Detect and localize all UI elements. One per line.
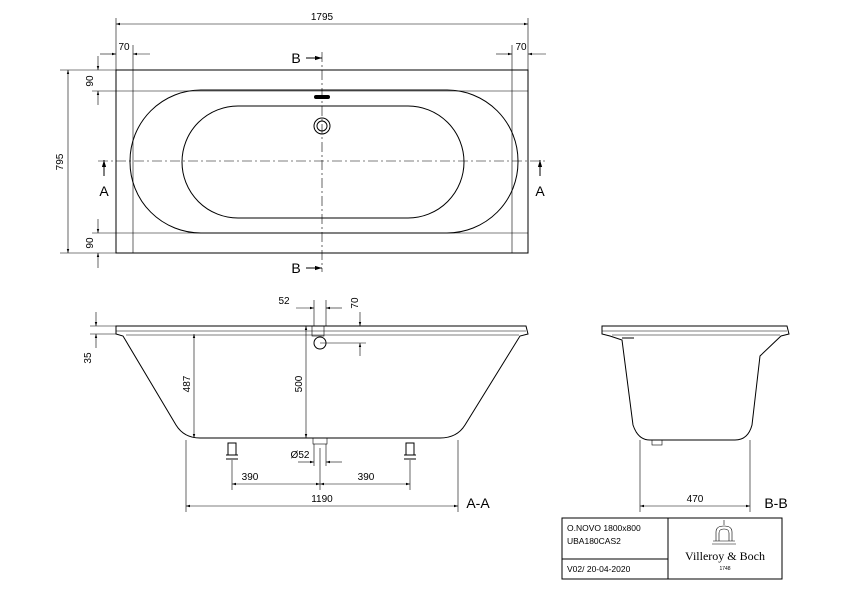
- drain-outer: [313, 117, 331, 135]
- dim-top-rim-label: 90: [85, 75, 96, 87]
- title-block: O.NOVO 1800x800 UBA180CAS2 V02/ 20-04-20…: [561, 517, 783, 580]
- dim-left-rim-label: 70: [118, 42, 130, 53]
- section-aa-outline: [115, 325, 529, 439]
- section-bb-outline: [601, 325, 790, 441]
- plan-view: 1795 70 70 795 90 90 A A B B: [55, 12, 546, 276]
- dim-inner-depth-label: 487: [182, 375, 193, 392]
- section-bb-view: 470 B-B: [601, 325, 790, 512]
- drain-outlet: [312, 437, 328, 445]
- dim-overall-width-label: 795: [55, 153, 66, 170]
- brand-logo-icon: [712, 520, 736, 545]
- dim-right-rim-label: 70: [515, 42, 527, 53]
- product-code: UBA180CAS2: [567, 536, 621, 546]
- section-a-right-label: A: [535, 183, 545, 199]
- section-b-top-label: B: [291, 50, 300, 66]
- section-b-bottom-label: B: [291, 260, 300, 276]
- overflow-icon: [314, 95, 330, 99]
- brand-since: 1748: [719, 566, 730, 572]
- dim-overall-length-label: 1795: [311, 12, 334, 23]
- foot-left-icon: [227, 442, 237, 456]
- section-aa-view: 52 70 35 487 500 Ø52 390 390: [83, 296, 529, 512]
- bath-floor-outline: [181, 105, 465, 219]
- section-a-left-label: A: [99, 183, 109, 199]
- dim-total-depth-label: 500: [294, 375, 305, 392]
- product-name: O.NOVO 1800x800: [567, 523, 641, 533]
- section-aa-label: A-A: [466, 495, 490, 511]
- version-date: V02/ 20-04-2020: [567, 564, 631, 574]
- bath-inner-outline: [129, 89, 519, 234]
- dim-waste-diameter-label: Ø52: [291, 450, 310, 461]
- section-bb-label: B-B: [764, 495, 787, 511]
- drain-outlet-bb: [651, 439, 663, 446]
- dim-bottom-width-label: 470: [687, 494, 704, 505]
- dim-leg-left-label: 390: [242, 472, 259, 483]
- foot-right-icon: [405, 442, 415, 456]
- dim-rim-height-label: 35: [83, 352, 94, 364]
- brand-name: Villeroy & Boch: [685, 549, 765, 563]
- dim-overflow-offset-label: 70: [350, 297, 361, 309]
- dim-waste-offset-label: 52: [278, 296, 290, 307]
- drain-inner: [316, 120, 328, 132]
- overflow-pipe: [311, 325, 325, 337]
- dim-bottom-rim-label: 90: [85, 237, 96, 249]
- dim-bottom-length-label: 1190: [311, 494, 333, 505]
- dim-leg-right-label: 390: [358, 472, 375, 483]
